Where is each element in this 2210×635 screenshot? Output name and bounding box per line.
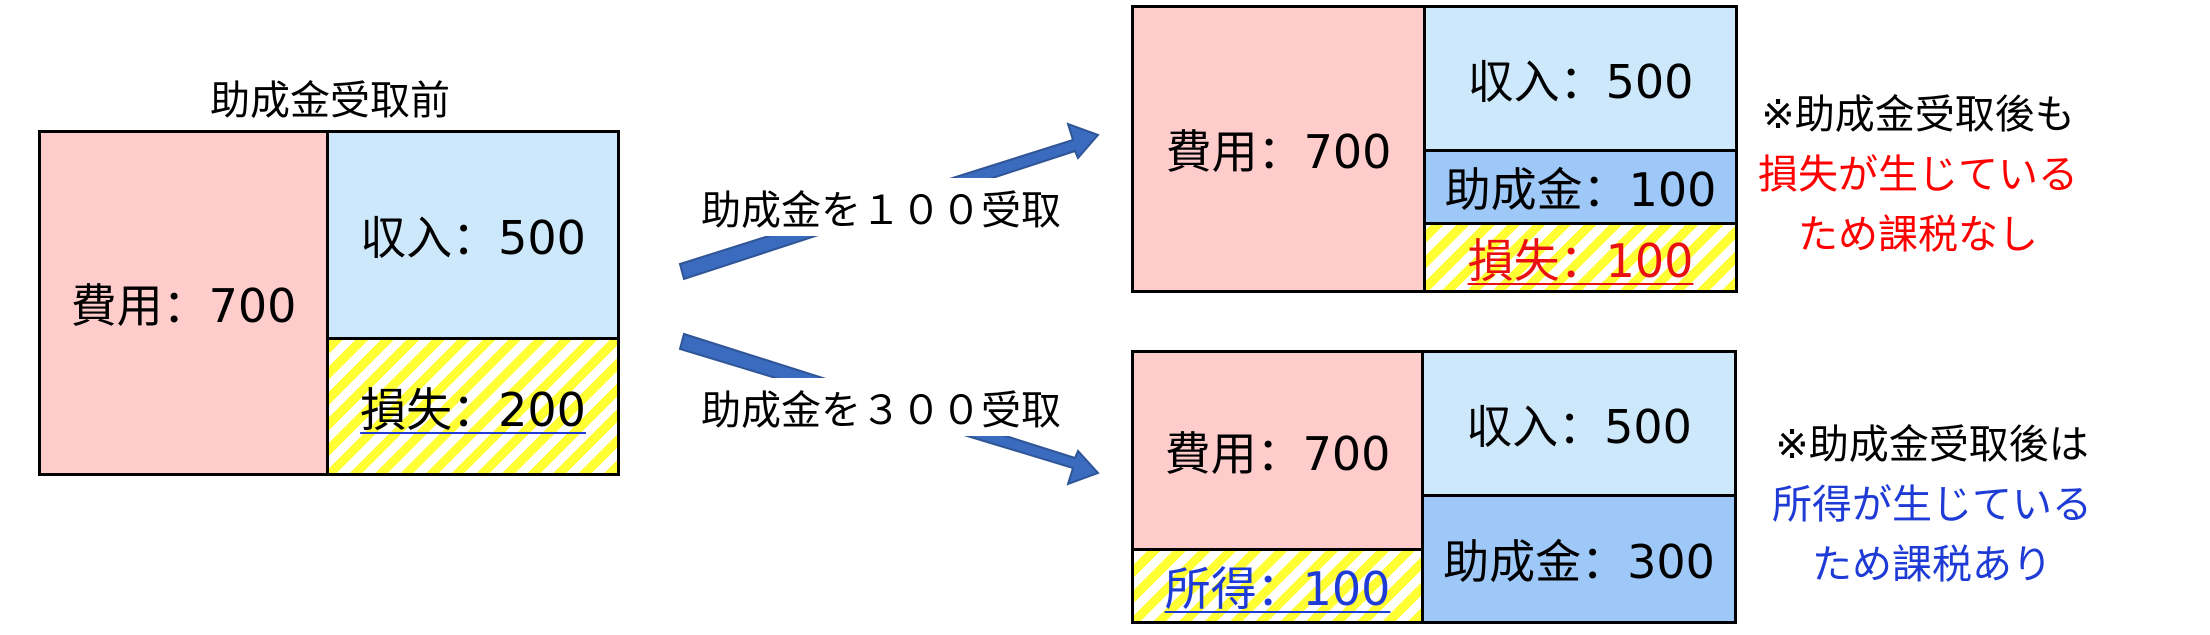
case300-expense-label: 費用：700 [1164, 426, 1391, 481]
before-title: 助成金受取前 [210, 78, 450, 124]
before-income-box: 収入：500 [326, 130, 620, 340]
case100-expense-box: 費用：700 [1131, 5, 1426, 293]
arrow-label-300: 助成金を３００受取 [697, 378, 1065, 436]
before-expense-box: 費用：700 [38, 130, 329, 476]
before-loss-label: 損失：200 [360, 382, 586, 437]
case100-income-box: 収入：500 [1423, 5, 1738, 152]
case100-loss-label: 損失：100 [1467, 233, 1694, 288]
case100-grant-box: 助成金：100 [1423, 149, 1738, 225]
case300-income-label: 収入：500 [1466, 399, 1692, 454]
before-loss-box: 損失：200 [326, 337, 620, 476]
arrow-label-100: 助成金を１００受取 [697, 178, 1065, 236]
case300-grant-label: 助成金：300 [1443, 535, 1715, 589]
case100-expense-label: 費用：700 [1165, 125, 1392, 179]
before-income-label: 収入：500 [360, 211, 586, 265]
case300-note: ※助成金受取後は 所得が生じている ため課税あり [1762, 415, 2102, 595]
case300-profit-label: 所得：100 [1164, 562, 1391, 616]
case100-income-label: 収入：500 [1467, 54, 1694, 109]
case100-note-line2: 損失が生じている [1758, 152, 2078, 198]
case300-note-line3: ため課税あり [1812, 542, 2052, 588]
before-expense-label: 費用：700 [70, 279, 297, 333]
case300-profit-box: 所得：100 [1131, 548, 1424, 624]
case100-note: ※助成金受取後も 損失が生じている ため課税なし [1748, 85, 2088, 265]
case100-grant-label: 助成金：100 [1444, 163, 1717, 217]
case100-note-line1: ※助成金受取後も [1761, 92, 2075, 138]
case100-loss-box: 損失：100 [1423, 222, 1738, 293]
case300-income-box: 収入：500 [1421, 350, 1737, 497]
case100-note-line3: ため課税なし [1798, 212, 2038, 258]
case300-grant-box: 助成金：300 [1421, 494, 1737, 624]
case300-expense-box: 費用：700 [1131, 350, 1424, 551]
case300-note-line2: 所得が生じている [1772, 482, 2092, 528]
case300-note-line1: ※助成金受取後は [1775, 422, 2089, 468]
